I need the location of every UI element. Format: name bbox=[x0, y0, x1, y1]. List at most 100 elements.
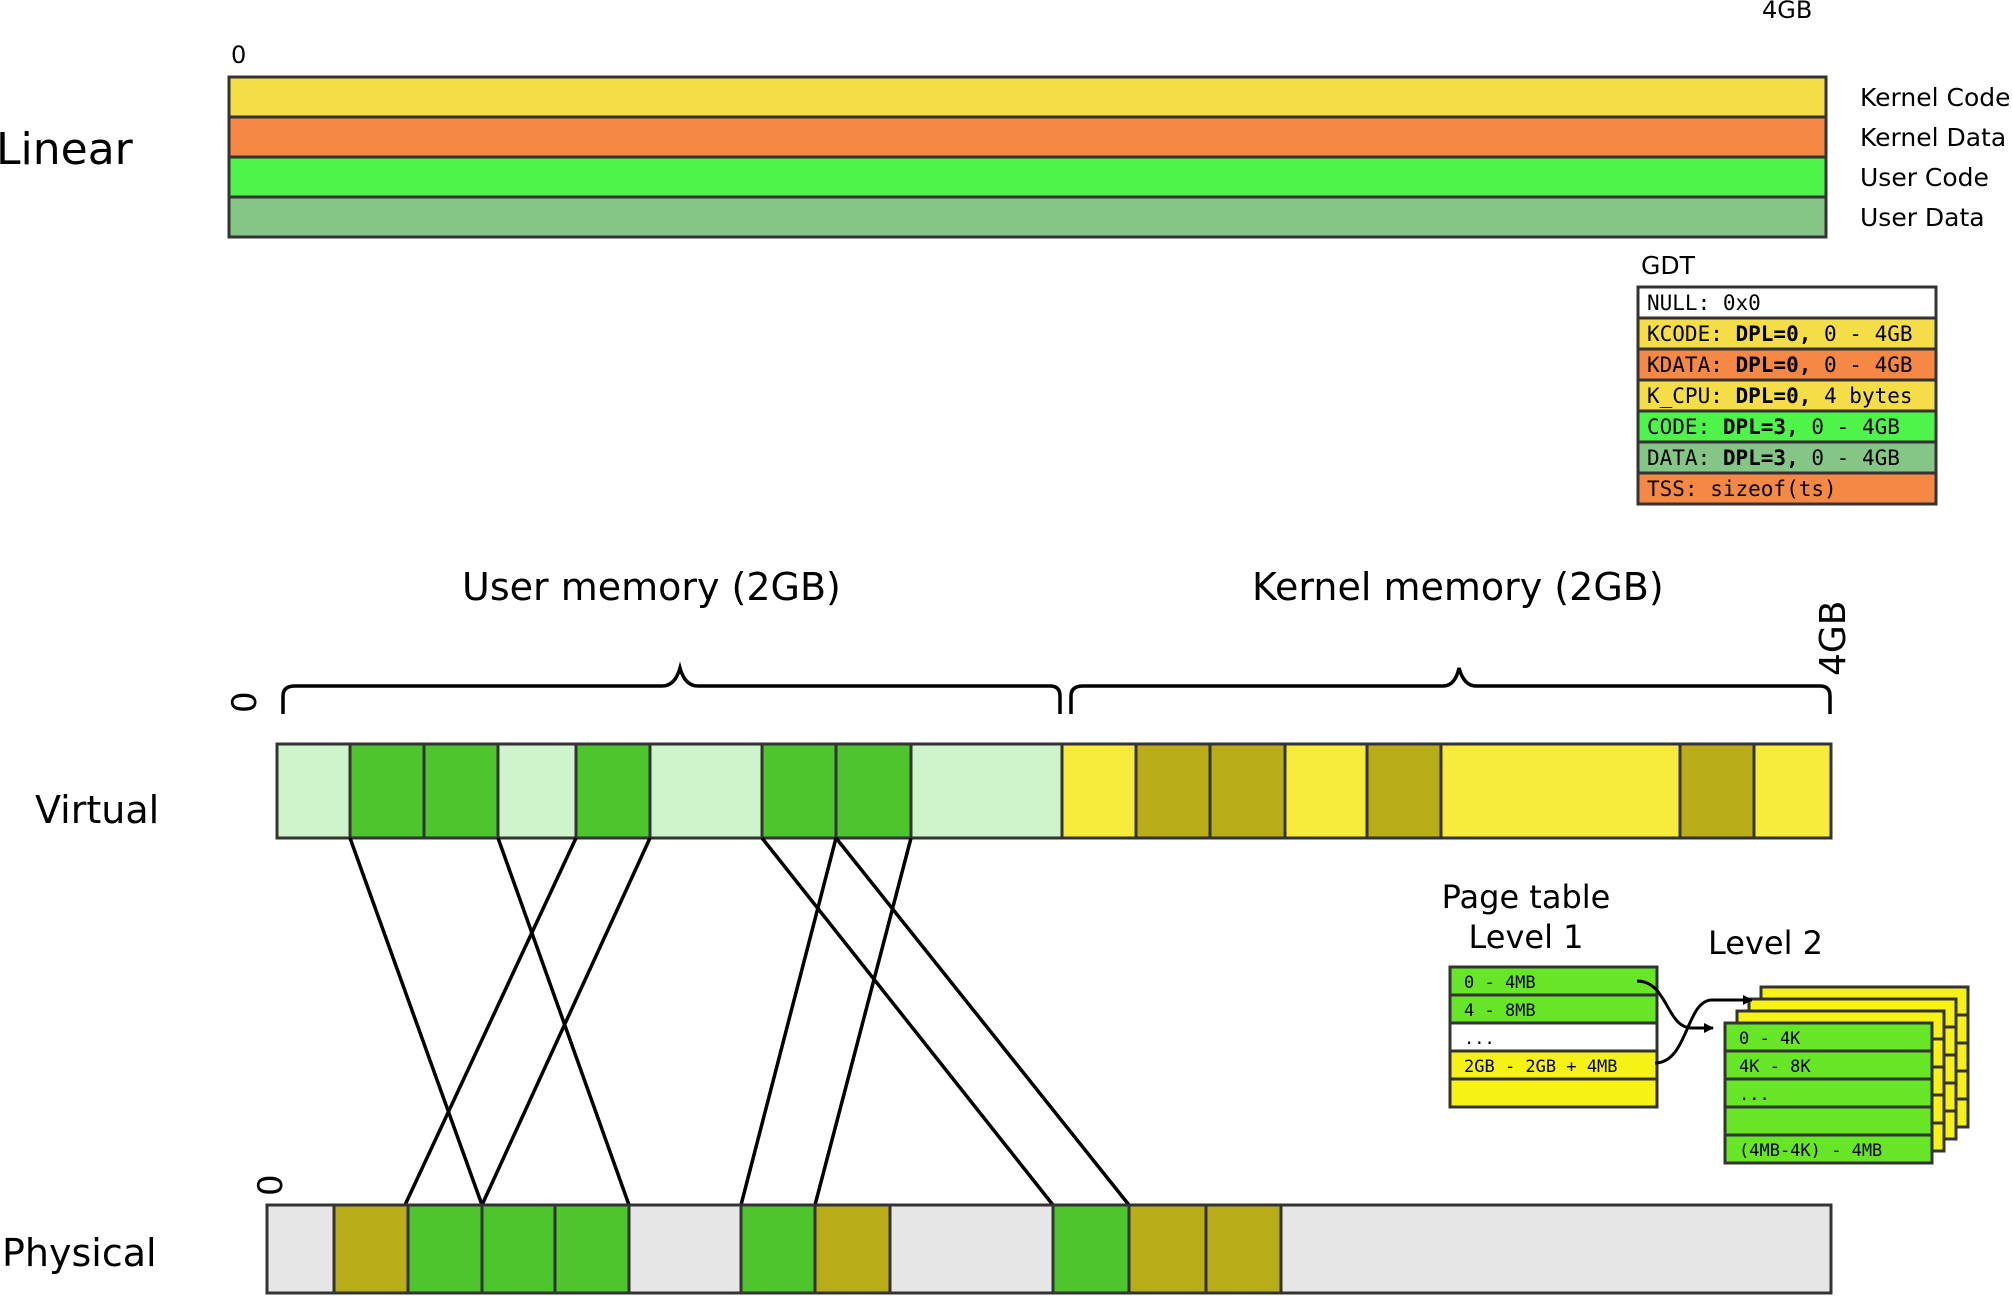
linear-segment bbox=[227, 75, 1828, 119]
virtual-end-label: 4GB bbox=[1813, 601, 1854, 677]
gdt-entry-text: KDATA: DPL=0, 0 - 4GB bbox=[1647, 353, 1913, 377]
physical-frame bbox=[332, 1203, 410, 1295]
linear-segment-label: User Code bbox=[1860, 163, 1989, 192]
gdt-entry-text: CODE: DPL=3, 0 - 4GB bbox=[1647, 415, 1900, 439]
physical-frame bbox=[480, 1203, 557, 1295]
level2-entry-text: 0 - 4K bbox=[1739, 1029, 1801, 1049]
virtual-page bbox=[1208, 742, 1287, 840]
linear-segment bbox=[227, 195, 1828, 239]
virtual-page bbox=[275, 742, 352, 840]
physical-frame bbox=[553, 1203, 631, 1295]
level2-entry-text: ... bbox=[1739, 1085, 1770, 1105]
mapping-line bbox=[834, 836, 1131, 1207]
linear-segment-label: Kernel Code bbox=[1860, 83, 2011, 112]
mapping-line bbox=[403, 837, 578, 1206]
gdt-entry-name: KDATA: bbox=[1647, 353, 1723, 377]
gdt-entry-name: KCODE: bbox=[1647, 322, 1723, 346]
gdt-entry-name: K_CPU: bbox=[1647, 384, 1723, 408]
level2-entry-text: 4K - 8K bbox=[1739, 1057, 1811, 1077]
mapping-line bbox=[739, 837, 838, 1206]
gdt-entry-name: TSS: bbox=[1647, 477, 1698, 501]
gdt-entry bbox=[1636, 440, 1938, 475]
virtual-start-label: 0 bbox=[225, 691, 265, 713]
virtual-page bbox=[1365, 742, 1443, 840]
mapping-line bbox=[496, 837, 631, 1206]
virtual-page bbox=[909, 742, 1064, 840]
level1-entry bbox=[1448, 1049, 1659, 1081]
physical-frame bbox=[1204, 1203, 1283, 1295]
virtual-page bbox=[1060, 742, 1138, 840]
linear-start-label: 0 bbox=[231, 41, 246, 69]
virtual-page bbox=[1134, 742, 1212, 840]
level1-entry-text: 4 - 8MB bbox=[1464, 1001, 1536, 1021]
gdt-entry-dpl: DPL=0, bbox=[1723, 322, 1812, 346]
gdt-entry-text: DATA: DPL=3, 0 - 4GB bbox=[1647, 446, 1900, 470]
virtual-page bbox=[574, 742, 652, 840]
physical-frame bbox=[813, 1203, 892, 1295]
gdt-entry-dpl: DPL=0, bbox=[1723, 353, 1812, 377]
kernel-region-brace bbox=[1069, 667, 1832, 714]
pointer-arrow-high bbox=[1654, 995, 1753, 1065]
gdt-entry-dpl: DPL=0, bbox=[1723, 384, 1812, 408]
gdt-entry-name: DATA: bbox=[1647, 446, 1710, 470]
level1-entry bbox=[1448, 1021, 1659, 1053]
physical-label: Physical bbox=[2, 1231, 157, 1275]
gdt-entry-dpl: DPL=3, bbox=[1710, 415, 1799, 439]
virtual-page bbox=[760, 742, 838, 840]
physical-frame bbox=[265, 1203, 336, 1295]
level1-entry-text: 2GB - 2GB + 4MB bbox=[1464, 1057, 1618, 1077]
mapping-line bbox=[813, 837, 913, 1206]
physical-frame bbox=[1051, 1203, 1131, 1295]
virtual-pages bbox=[275, 742, 1833, 840]
virtual-page bbox=[1752, 742, 1833, 840]
linear-segment-label: Kernel Data bbox=[1860, 123, 2006, 152]
virtual-label: Virtual bbox=[35, 788, 159, 832]
gdt-entry-range: 0x0 bbox=[1710, 291, 1761, 315]
gdt-entry-range: 0 - 4GB bbox=[1811, 353, 1912, 377]
level2-entry-text: (4MB-4K) - 4MB bbox=[1739, 1141, 1882, 1161]
virtual-page bbox=[1439, 742, 1682, 840]
gdt-title: GDT bbox=[1641, 251, 1696, 280]
gdt-entry-name: CODE: bbox=[1647, 415, 1710, 439]
level1-entry-text: 0 - 4MB bbox=[1464, 973, 1536, 993]
level1-table: 0 - 4MB 4 - 8MB... 2GB - 2GB + 4MB bbox=[1448, 965, 1659, 1109]
gdt-entry-text: K_CPU: DPL=0, 4 bytes bbox=[1647, 384, 1913, 408]
kernel-region-label: Kernel memory (2GB) bbox=[1252, 565, 1664, 609]
gdt-entry bbox=[1636, 378, 1938, 413]
gdt-entry-dpl: DPL=3, bbox=[1710, 446, 1799, 470]
gdt-entry-range: sizeof(ts) bbox=[1698, 477, 1837, 501]
gdt-entry-range: 0 - 4GB bbox=[1811, 322, 1912, 346]
mapping-line bbox=[348, 837, 484, 1206]
physical-frame bbox=[1127, 1203, 1208, 1295]
gdt-entry-range: 0 - 4GB bbox=[1799, 446, 1900, 470]
level2-entry bbox=[1723, 1105, 1934, 1137]
gdt-entry-name: NULL: bbox=[1647, 291, 1710, 315]
level2-table-stack: 0 - 4K 4K - 8K... (4MB-4K) - 4MB bbox=[1723, 985, 1970, 1165]
physical-frame bbox=[739, 1203, 817, 1295]
physical-frame bbox=[1279, 1203, 1833, 1295]
gdt-entry-text: TSS: sizeof(ts) bbox=[1647, 477, 1837, 501]
linear-label: Linear bbox=[0, 124, 134, 175]
page-table-title: Page table bbox=[1442, 878, 1611, 916]
page-mapping-lines bbox=[348, 836, 1131, 1207]
level1-entry-text: ... bbox=[1464, 1029, 1495, 1049]
gdt-entry-range: 4 bytes bbox=[1811, 384, 1912, 408]
virtual-page bbox=[1678, 742, 1756, 840]
gdt-entry-range: 0 - 4GB bbox=[1799, 415, 1900, 439]
user-region-label: User memory (2GB) bbox=[462, 565, 841, 609]
level2-entry bbox=[1723, 1049, 1934, 1081]
pointer-arrow-low bbox=[1636, 979, 1714, 1033]
virtual-page bbox=[648, 742, 764, 840]
linear-segment-label: User Data bbox=[1860, 203, 1985, 232]
virtual-page bbox=[834, 742, 913, 840]
linear-segment bbox=[227, 115, 1828, 159]
physical-frame bbox=[888, 1203, 1055, 1295]
level2-entry bbox=[1723, 1021, 1934, 1053]
level2-entry bbox=[1723, 1133, 1934, 1165]
physical-frame bbox=[627, 1203, 743, 1295]
page-table-level1-title: Level 1 bbox=[1469, 918, 1584, 956]
virtual-page bbox=[348, 742, 426, 840]
